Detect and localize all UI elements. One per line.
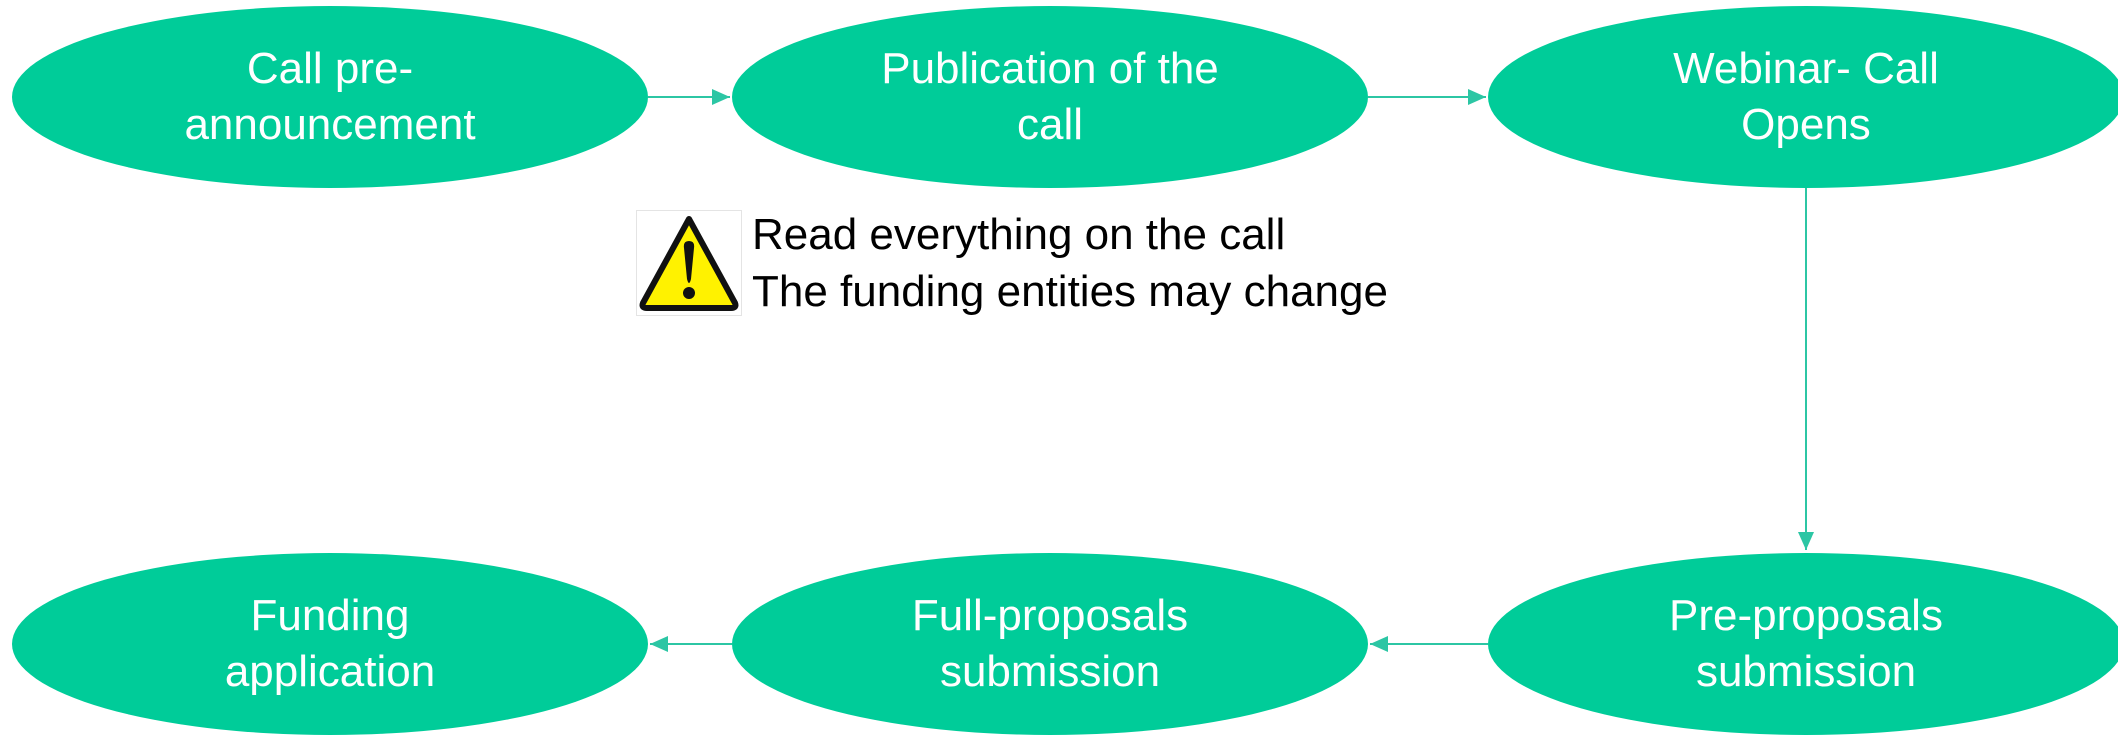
node-label-publication-of-the-call: Publication of the call bbox=[881, 44, 1219, 149]
node-label-funding-application: Funding application bbox=[224, 591, 436, 696]
node-publication-of-the-call bbox=[732, 6, 1368, 188]
warning-triangle-icon bbox=[636, 210, 742, 316]
node-full-proposals-submission bbox=[732, 553, 1368, 735]
warning-text: Read everything on the call The funding … bbox=[752, 206, 1388, 320]
node-funding-application bbox=[12, 553, 648, 735]
node-pre-proposals-submission bbox=[1488, 553, 2118, 735]
node-label-webinar-call-opens: Webinar- Call Opens bbox=[1673, 44, 1939, 149]
warning-line-1: Read everything on the call bbox=[752, 210, 1286, 259]
warning-line-2: The funding entities may change bbox=[752, 267, 1388, 316]
node-label-call-pre-announcement: Call pre- announcement bbox=[184, 44, 476, 149]
node-label-pre-proposals-submission: Pre-proposals submission bbox=[1669, 591, 1943, 696]
warning-note: Read everything on the call The funding … bbox=[636, 210, 1388, 320]
node-call-pre-announcement bbox=[12, 6, 648, 188]
node-webinar-call-opens bbox=[1488, 6, 2118, 188]
node-label-full-proposals-submission: Full-proposals submission bbox=[911, 591, 1189, 696]
